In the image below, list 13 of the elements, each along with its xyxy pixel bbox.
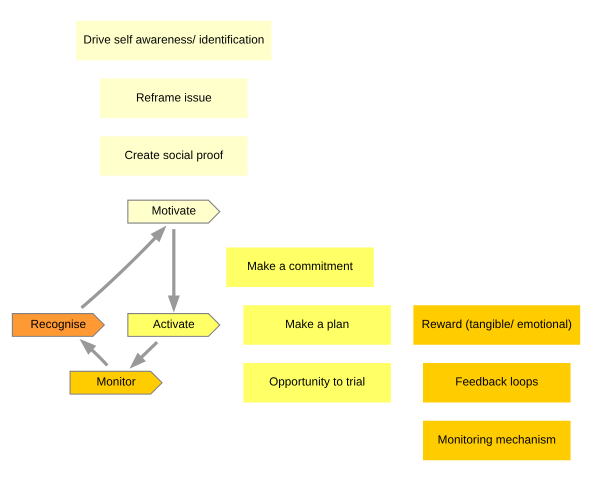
- arrow: [168, 229, 180, 313]
- node-box: Reframe issue: [100, 78, 248, 118]
- node-box: Monitoring mechanism: [422, 420, 571, 460]
- node-box: Opportunity to trial: [243, 362, 391, 403]
- node-box: Drive self awareness/ identification: [76, 20, 272, 60]
- arrow: [80, 338, 108, 366]
- node-box: Create social proof: [100, 136, 248, 176]
- node-box: Make a plan: [243, 305, 391, 345]
- arrow: [129, 340, 158, 369]
- node-box: Make a commitment: [226, 247, 374, 288]
- node-box: Reward (tangible/ emotional): [413, 305, 580, 345]
- node-box: Feedback loops: [422, 362, 571, 403]
- arrow: [80, 226, 167, 310]
